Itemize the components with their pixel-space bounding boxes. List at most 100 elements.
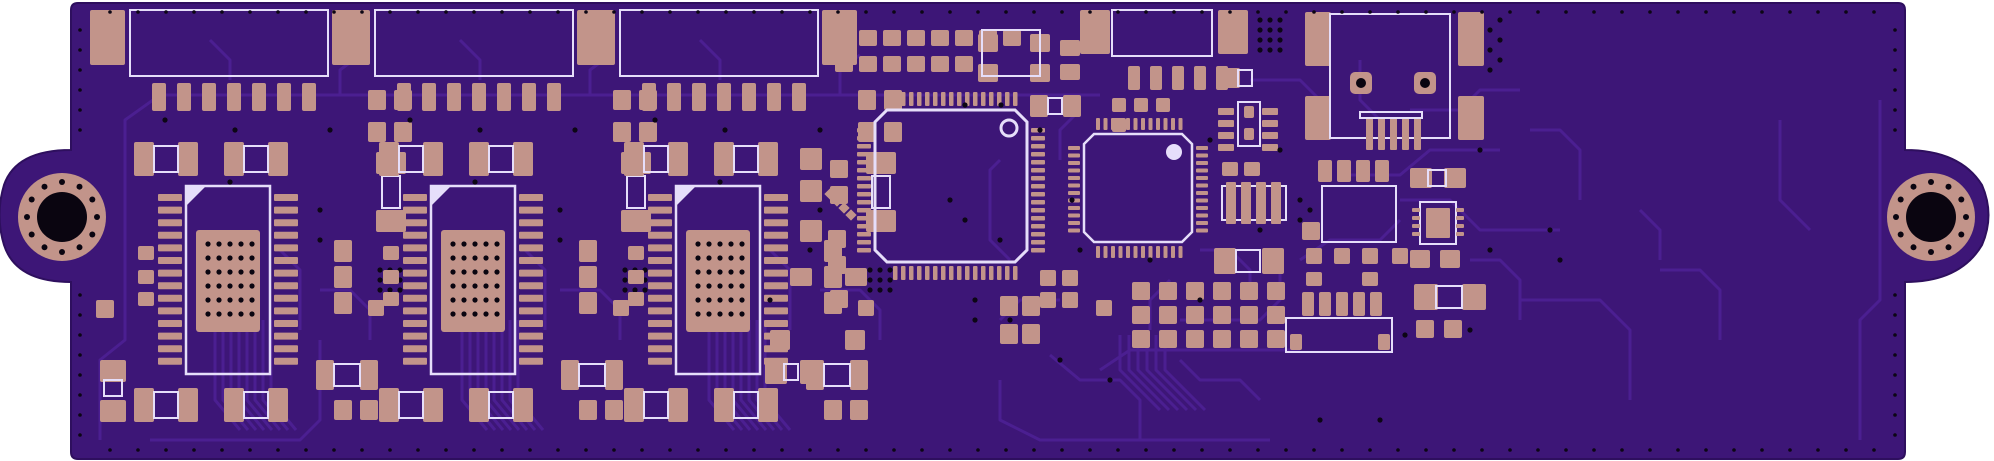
pad [394, 122, 412, 142]
trace [560, 288, 622, 340]
pad [933, 266, 938, 280]
pad [1063, 95, 1081, 117]
hole-stitch-via [24, 214, 30, 220]
pad [764, 219, 788, 227]
via [877, 267, 883, 273]
via [136, 10, 140, 14]
via [722, 127, 728, 133]
pad [1262, 120, 1278, 127]
pad [1126, 246, 1130, 258]
via [642, 287, 648, 293]
silkscreen-outline [643, 145, 669, 173]
via [472, 448, 476, 452]
pad [1456, 224, 1464, 228]
pad [1040, 270, 1056, 286]
via [276, 448, 280, 452]
via [78, 68, 82, 72]
via [500, 448, 504, 452]
pad [379, 142, 399, 176]
pad [579, 266, 597, 288]
pad [933, 92, 938, 106]
silkscreen-outline [398, 145, 424, 173]
pad [648, 294, 672, 302]
via [332, 10, 336, 14]
pad [519, 194, 543, 201]
thermal-via [216, 311, 222, 317]
pad [158, 357, 182, 365]
via [78, 433, 82, 437]
pad [579, 240, 597, 262]
pad [764, 257, 788, 264]
via [1508, 448, 1512, 452]
pad [403, 294, 427, 302]
pad [1318, 160, 1332, 182]
via [572, 127, 578, 133]
hole-stitch-via [28, 231, 35, 238]
via [332, 448, 336, 452]
pad [941, 266, 946, 280]
via [1477, 147, 1483, 153]
via [556, 448, 560, 452]
pad [800, 180, 822, 202]
via [1228, 10, 1232, 14]
thermal-via [472, 241, 478, 247]
mounting-hole-icon [1887, 173, 1975, 261]
pad [931, 30, 949, 46]
pad [931, 56, 949, 72]
trace [739, 320, 768, 431]
via [717, 179, 723, 185]
trace [1118, 335, 1162, 412]
pad [1240, 282, 1258, 300]
thermal-via [227, 255, 233, 261]
bottom-passive-grid [1000, 270, 1285, 348]
pad [1031, 240, 1045, 245]
via [652, 117, 658, 123]
via [998, 102, 1004, 108]
thermal-via [739, 241, 745, 247]
hole-stitch-via [1897, 196, 1904, 203]
silkscreen-outline [733, 145, 759, 173]
via [388, 10, 392, 14]
pad [835, 56, 853, 72]
via [1893, 48, 1897, 52]
bottom-right-header [1285, 284, 1486, 353]
pad [335, 10, 370, 65]
pad [1068, 221, 1080, 225]
thermal-via [494, 297, 500, 303]
trace [458, 38, 482, 80]
pad [334, 400, 352, 420]
pad [1186, 306, 1204, 324]
pad [686, 230, 750, 332]
pad [274, 294, 298, 302]
pad [1356, 160, 1370, 182]
pad [422, 83, 436, 111]
pad [224, 142, 244, 176]
via [1340, 448, 1344, 452]
pin1-marker [431, 186, 451, 206]
thermal-via [706, 311, 712, 317]
via [78, 88, 82, 92]
via [1256, 448, 1260, 452]
pad [1031, 216, 1045, 221]
via [1396, 448, 1400, 452]
pad [1031, 232, 1045, 237]
pad [909, 92, 914, 106]
pad [519, 345, 543, 353]
pad [274, 257, 298, 264]
pad [884, 122, 902, 142]
pad [628, 292, 644, 306]
via [1424, 448, 1428, 452]
driver-channel-2 [335, 9, 657, 422]
pad [1196, 206, 1208, 210]
pad [134, 388, 154, 422]
pad [579, 400, 597, 420]
hole-stitch-via [1910, 244, 1917, 251]
via [1497, 37, 1503, 43]
pad [1068, 183, 1080, 188]
pad [513, 142, 533, 176]
via [1893, 28, 1897, 32]
via [1297, 217, 1303, 223]
pad [368, 122, 386, 142]
pad [334, 292, 352, 314]
via [622, 277, 628, 283]
